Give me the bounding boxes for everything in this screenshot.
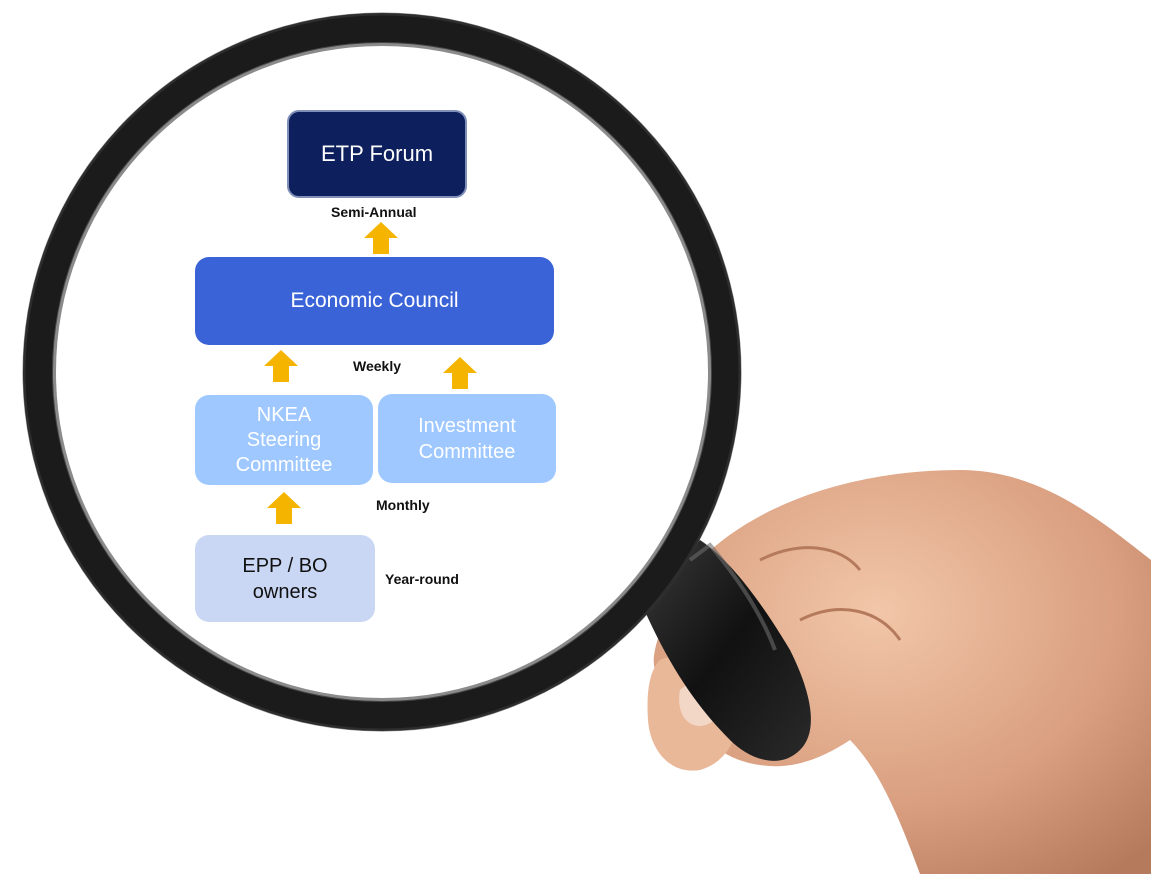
economic-council-label: Economic Council — [290, 289, 459, 312]
investment-committee-label: Investment Committee — [418, 414, 516, 463]
arrow-up-icon — [364, 222, 398, 254]
epp-bo-owners-label: EPP / BO owners — [242, 554, 328, 603]
investment-committee-box: Investment Committee — [378, 394, 556, 483]
arrow-up-icon — [443, 357, 477, 389]
arrow-up-icon — [267, 492, 301, 524]
nkea-steering-label: NKEA Steering Committee — [235, 403, 333, 476]
magnifier-handle — [640, 540, 811, 761]
economic-council-box: Economic Council — [195, 257, 554, 345]
epp-bo-owners-box: EPP / BO owners — [195, 535, 375, 622]
etp-forum-label: ETP Forum — [320, 141, 434, 166]
etp-forum-box: ETP Forum — [287, 110, 467, 198]
arrow-up-icon — [264, 350, 298, 382]
weekly-label: Weekly — [353, 358, 401, 374]
nkea-steering-box: NKEA Steering Committee — [195, 395, 373, 485]
magnifying-glass-icon — [22, 12, 742, 732]
semi-annual-label: Semi-Annual — [331, 204, 417, 220]
year-round-label: Year-round — [385, 571, 459, 587]
monthly-label: Monthly — [376, 497, 430, 513]
